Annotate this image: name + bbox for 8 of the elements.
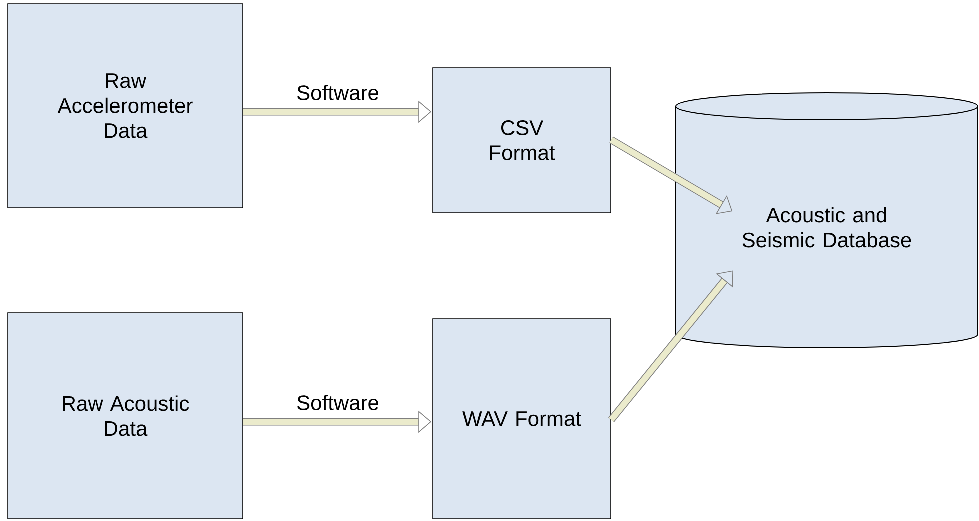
process-box: Raw Accelerometer Data — [8, 4, 244, 208]
database-cylinder: Acoustic and Seismic Database — [676, 92, 978, 348]
edge-label: Software — [298, 395, 378, 410]
process-box: CSV Format — [432, 68, 612, 214]
block-arrow — [608, 270, 734, 422]
edge-label: Software — [298, 85, 378, 100]
process-box: WAV Format — [432, 318, 612, 520]
process-box: Raw Acoustic Data — [8, 312, 244, 520]
